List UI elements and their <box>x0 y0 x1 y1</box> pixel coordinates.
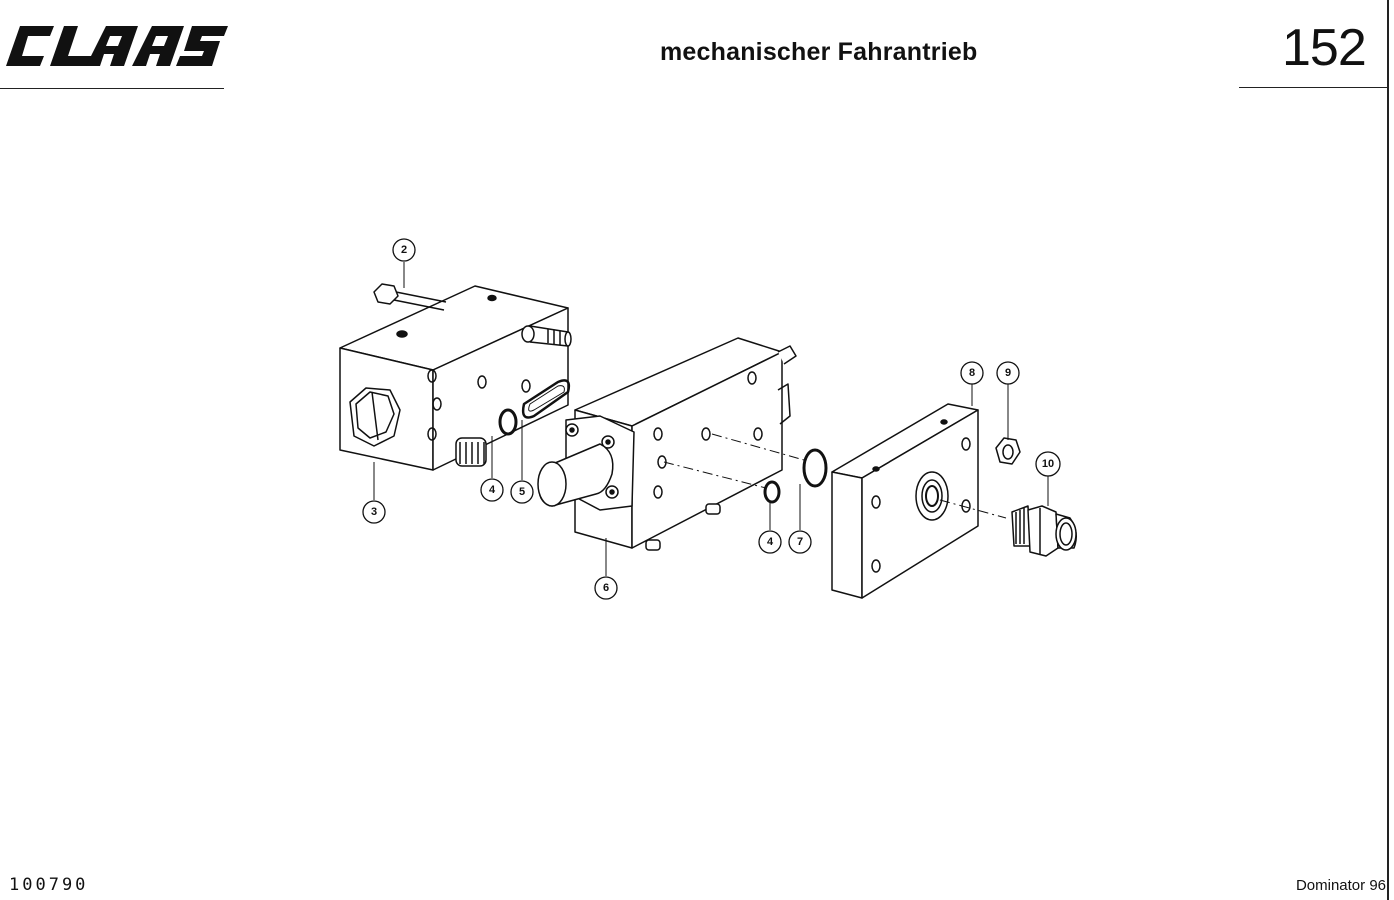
fitting-part-10 <box>1011 505 1077 557</box>
callout-8: 8 <box>969 367 975 379</box>
valve-block-part-3 <box>339 285 569 471</box>
callout-5: 5 <box>519 486 525 498</box>
claas-logo <box>6 26 228 66</box>
assembly-center-lines <box>663 433 1007 519</box>
page-border-right <box>1387 0 1389 900</box>
stud-bolt <box>521 325 572 347</box>
header-rule-right <box>1239 87 1389 88</box>
valve-block-part-6 <box>537 337 797 551</box>
end-plate-part-8 <box>831 403 979 599</box>
page-number: 152 <box>1282 19 1367 77</box>
o-ring-part-4-left <box>498 408 518 436</box>
callout-6: 6 <box>603 582 609 594</box>
bolt-part-2 <box>373 283 447 311</box>
o-ring-part-4-right <box>763 480 781 504</box>
document-code: 100790 <box>9 875 89 895</box>
o-ring-part-7 <box>802 448 828 488</box>
callout-10: 10 <box>1042 458 1054 470</box>
callout-4-right: 4 <box>767 536 774 548</box>
page-title: mechanischer Fahrantrieb <box>660 38 978 66</box>
callout-leaders <box>373 262 1049 576</box>
callout-2: 2 <box>401 244 407 256</box>
oval-gasket-part-5 <box>521 379 571 419</box>
callout-7: 7 <box>797 536 803 548</box>
callout-4-left: 4 <box>489 484 496 496</box>
callout-9: 9 <box>1005 367 1011 379</box>
machine-model: Dominator 96 <box>1295 877 1386 894</box>
header-rule-left <box>0 88 224 89</box>
hex-nut-part-9 <box>995 437 1021 465</box>
callout-3: 3 <box>371 506 377 518</box>
